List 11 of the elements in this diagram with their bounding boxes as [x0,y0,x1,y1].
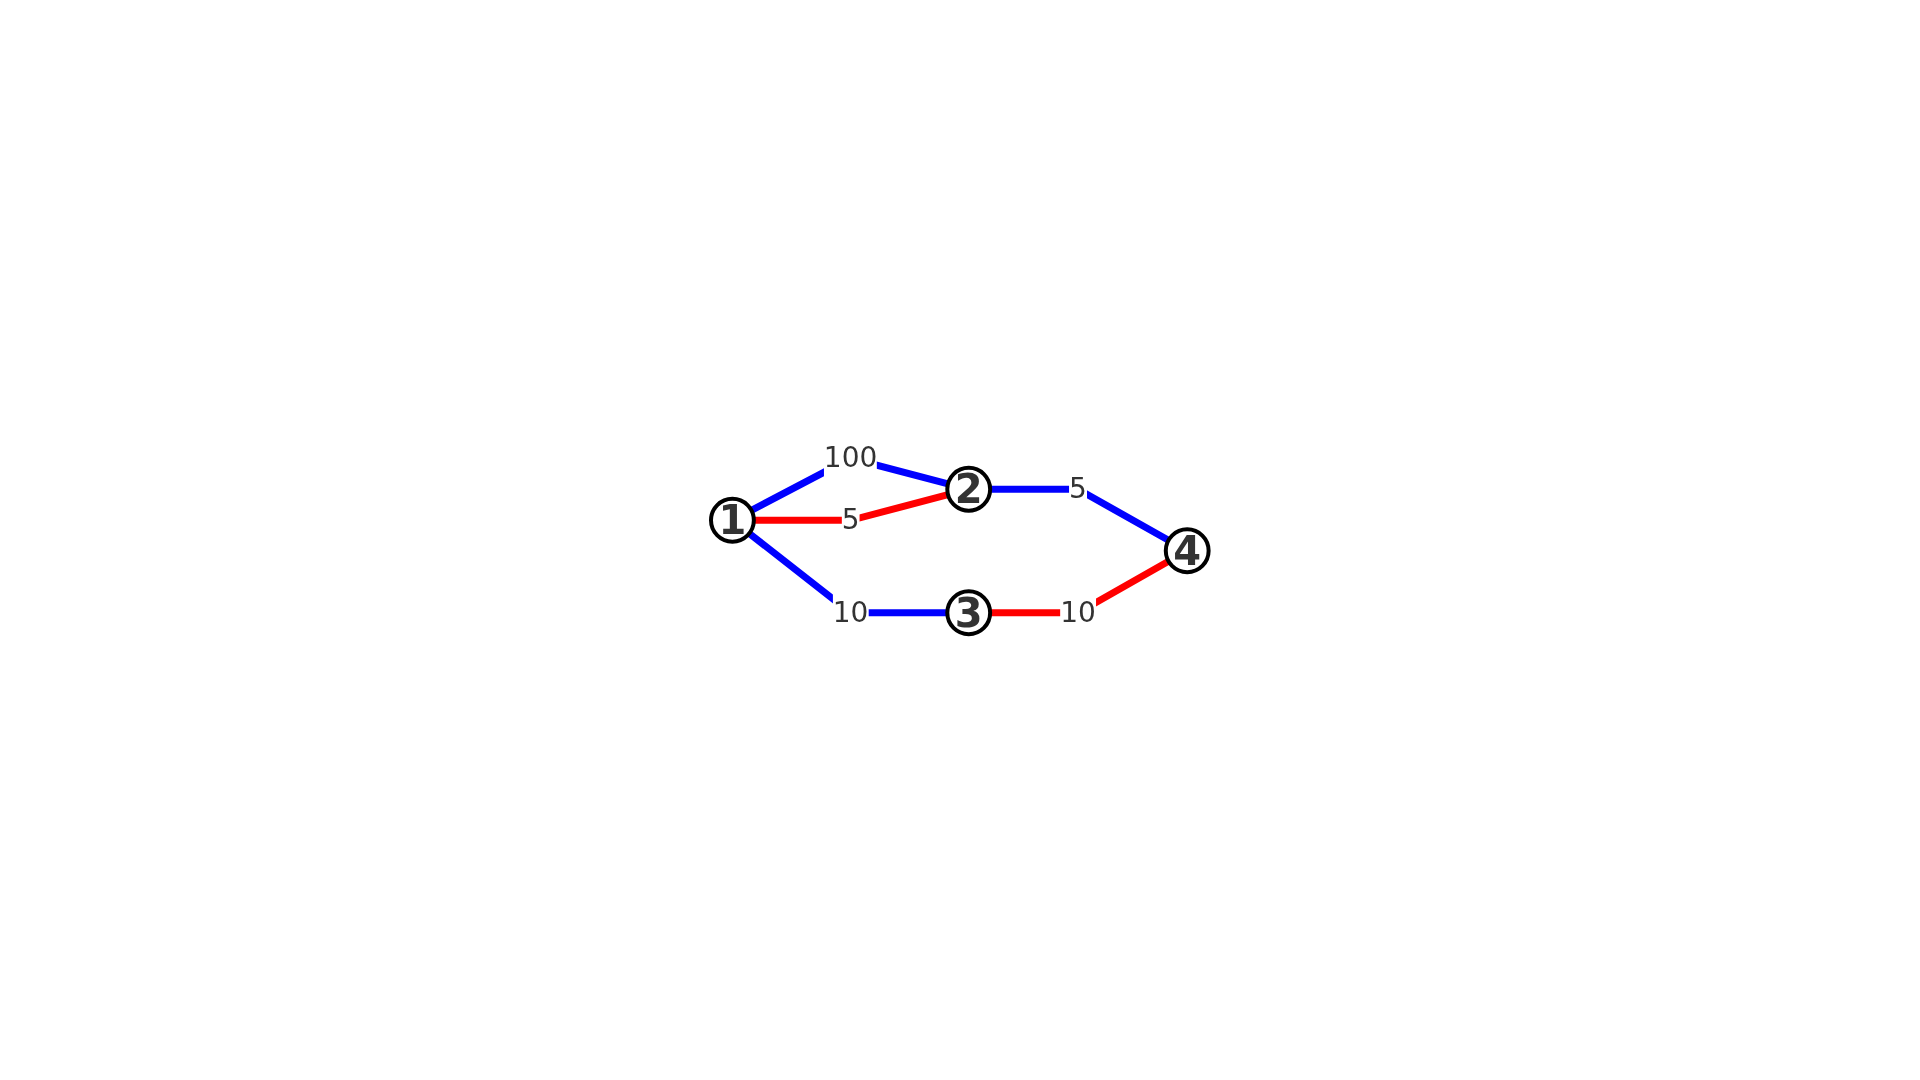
edge-label: 100 [824,441,878,475]
edge-label: 10 [1060,595,1096,629]
node-circle: 3 [945,589,993,637]
edge-label: 5 [841,503,860,537]
connector [990,485,1171,544]
edge-label: 10 [832,595,869,629]
edge-label: 5 [1069,472,1088,506]
node-circle: 1 [709,496,757,544]
connector [754,491,950,524]
node-circle: 4 [1163,527,1211,575]
node-circle: 2 [945,465,993,513]
